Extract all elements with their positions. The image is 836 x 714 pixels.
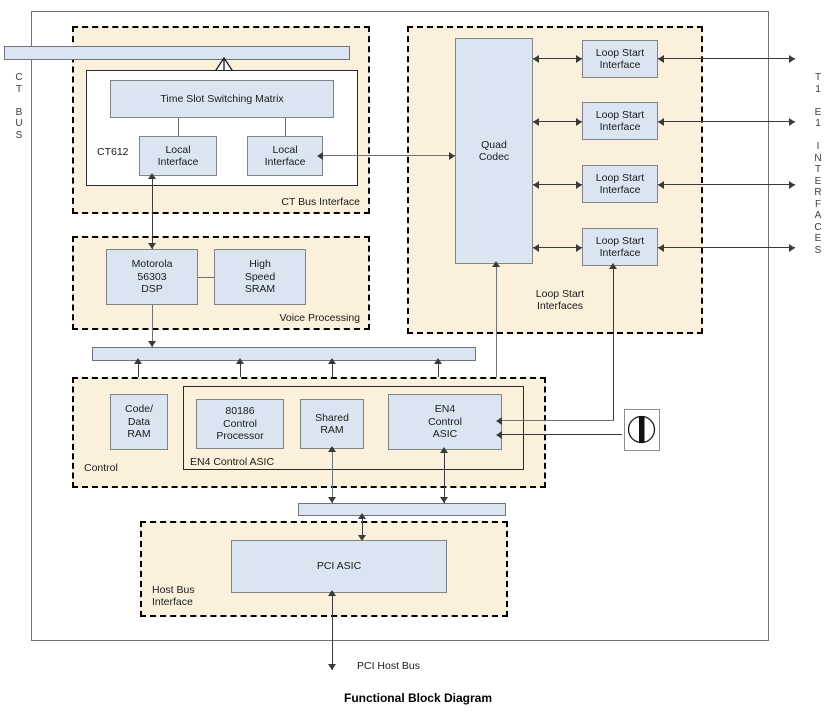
block-code-data-ram[interactable]: Code/ Data RAM [110, 394, 168, 450]
line-external-connector-to-en4 [502, 434, 622, 436]
ct-bus-bar [4, 46, 350, 60]
arrowhead-en4-asic-bottom-in [440, 447, 448, 453]
line-pci-asic-to-pci-host-bus [332, 593, 334, 670]
group-control-label: Control [84, 462, 118, 474]
arrowhead-lsi-4-in [658, 244, 664, 252]
arrowhead-lsi-3-in [658, 181, 664, 189]
arrowhead-pci-asic-bottom-in [328, 590, 336, 596]
diagram-caption: Functional Block Diagram [343, 691, 493, 705]
arrowhead-local-bus-from-control-processor [236, 358, 244, 364]
block-80186-control-processor[interactable]: 80186 Control Processor [196, 399, 284, 449]
t1-e1-interfaces-edge-label: T 1 E 1 I N T E R F A C E S [814, 72, 822, 256]
pci-host-bus-label: PCI Host Bus [357, 660, 421, 672]
line-local-interface-to-quad-codec [323, 155, 455, 157]
link-codec-lsi-2 [533, 121, 582, 123]
arrowhead-en4-asic-right-in-lower [496, 431, 502, 439]
arrowhead-codec-lsi-1-left [533, 55, 539, 63]
arrowhead-codec-lsi-4-right [576, 244, 582, 252]
arrowhead-lsi-2-in [658, 118, 664, 126]
line-matrix-to-local-right [285, 118, 287, 136]
subframe-en4-control-asic-label: EN4 Control ASIC [190, 456, 275, 468]
line-dsp-to-local-bus [152, 305, 154, 347]
line-lsi-1-to-t1e1 [658, 58, 795, 60]
block-time-slot-switching-matrix[interactable]: Time Slot Switching Matrix [110, 80, 334, 118]
link-codec-lsi-1 [533, 58, 582, 60]
circular-connector-icon[interactable] [624, 409, 660, 451]
group-host-bus-interface-label: Host Bus Interface [152, 584, 195, 608]
group-loop-start-interfaces-label: Loop Start Interfaces [535, 288, 585, 312]
arrowhead-local-interface-right-in [317, 152, 323, 160]
line-host-bus-to-pci-asic [362, 516, 364, 540]
arrowhead-local-bus-from-code-data-ram [134, 358, 142, 364]
arrowhead-codec-lsi-2-left [533, 118, 539, 126]
arrowhead-pci-host-bus-out [328, 664, 336, 670]
line-shared-ram-to-host-bus [332, 449, 334, 503]
arrowhead-quad-codec-bottom-in [492, 261, 500, 267]
arrowhead-codec-lsi-3-left [533, 181, 539, 189]
line-local-interface-left-to-dsp [152, 176, 154, 249]
link-codec-lsi-4 [533, 247, 582, 249]
arrowhead-lsi-1-in [658, 55, 664, 63]
arrowhead-local-interface-left-in [148, 173, 156, 179]
arrowhead-lsi4-bottom-in [609, 263, 617, 269]
block-pci-asic[interactable]: PCI ASIC [231, 540, 447, 593]
subframe-ct612-label: CT612 [97, 146, 129, 158]
line-lsi4-down-to-en4 [613, 266, 615, 421]
block-high-speed-sram[interactable]: High Speed SRAM [214, 249, 306, 305]
line-dsp-to-sram [198, 277, 214, 279]
arrowhead-dsp-top-in [148, 243, 156, 249]
ct-bus-edge-label: C T B U S [15, 72, 23, 141]
arrowhead-codec-lsi-2-right [576, 118, 582, 126]
line-lsi4-across-to-en4 [502, 420, 614, 422]
arrowhead-lsi-1-out [789, 55, 795, 63]
arrowhead-codec-lsi-1-right [576, 55, 582, 63]
arrowhead-host-bus-from-en4-asic [440, 497, 448, 503]
arrowhead-host-bus-from-shared-ram [328, 497, 336, 503]
group-voice-processing-label: Voice Processing [279, 312, 360, 324]
host-bus-bar [298, 503, 506, 516]
block-local-interface-left[interactable]: Local Interface [139, 136, 217, 176]
arrowhead-lsi-2-out [789, 118, 795, 126]
block-loop-start-interface-2[interactable]: Loop Start Interface [582, 102, 658, 140]
arrowhead-pci-asic-top-in [358, 535, 366, 541]
line-lsi-2-to-t1e1 [658, 121, 795, 123]
arrowhead-codec-lsi-3-right [576, 181, 582, 189]
arrowhead-local-bus-from-shared-ram [328, 358, 336, 364]
block-en4-control-asic[interactable]: EN4 Control ASIC [388, 394, 502, 450]
board-outline [31, 11, 769, 641]
block-loop-start-interface-1[interactable]: Loop Start Interface [582, 40, 658, 78]
line-en4-asic-to-host-bus [444, 450, 446, 503]
arrowhead-local-bus-from-dsp [148, 341, 156, 347]
block-local-interface-right[interactable]: Local Interface [247, 136, 323, 176]
block-loop-start-interface-3[interactable]: Loop Start Interface [582, 165, 658, 203]
block-motorola-56303-dsp[interactable]: Motorola 56303 DSP [106, 249, 198, 305]
local-bus-bar [92, 347, 476, 361]
block-quad-codec[interactable]: Quad Codec [455, 38, 533, 264]
subframe-en4-control-asic [183, 386, 524, 470]
arrowhead-host-bus-from-pci-asic [358, 513, 366, 519]
arrowhead-shared-ram-bottom-in [328, 446, 336, 452]
line-quad-codec-to-en4-asic [496, 264, 498, 398]
arrowhead-codec-lsi-4-left [533, 244, 539, 252]
link-codec-lsi-3 [533, 184, 582, 186]
line-lsi-3-to-t1e1 [658, 184, 795, 186]
arrowhead-en4-asic-right-in-upper [496, 417, 502, 425]
arrowhead-quad-codec-in [449, 152, 455, 160]
arrowhead-lsi-4-out [789, 244, 795, 252]
group-ct-bus-interface-label: CT Bus Interface [281, 196, 360, 208]
line-matrix-to-local-left [178, 118, 180, 136]
arrowhead-lsi-3-out [789, 181, 795, 189]
arrowhead-local-bus-from-en4-asic [434, 358, 442, 364]
line-lsi-4-to-t1e1 [658, 247, 795, 249]
block-shared-ram[interactable]: Shared RAM [300, 399, 364, 449]
block-loop-start-interface-4[interactable]: Loop Start Interface [582, 228, 658, 266]
